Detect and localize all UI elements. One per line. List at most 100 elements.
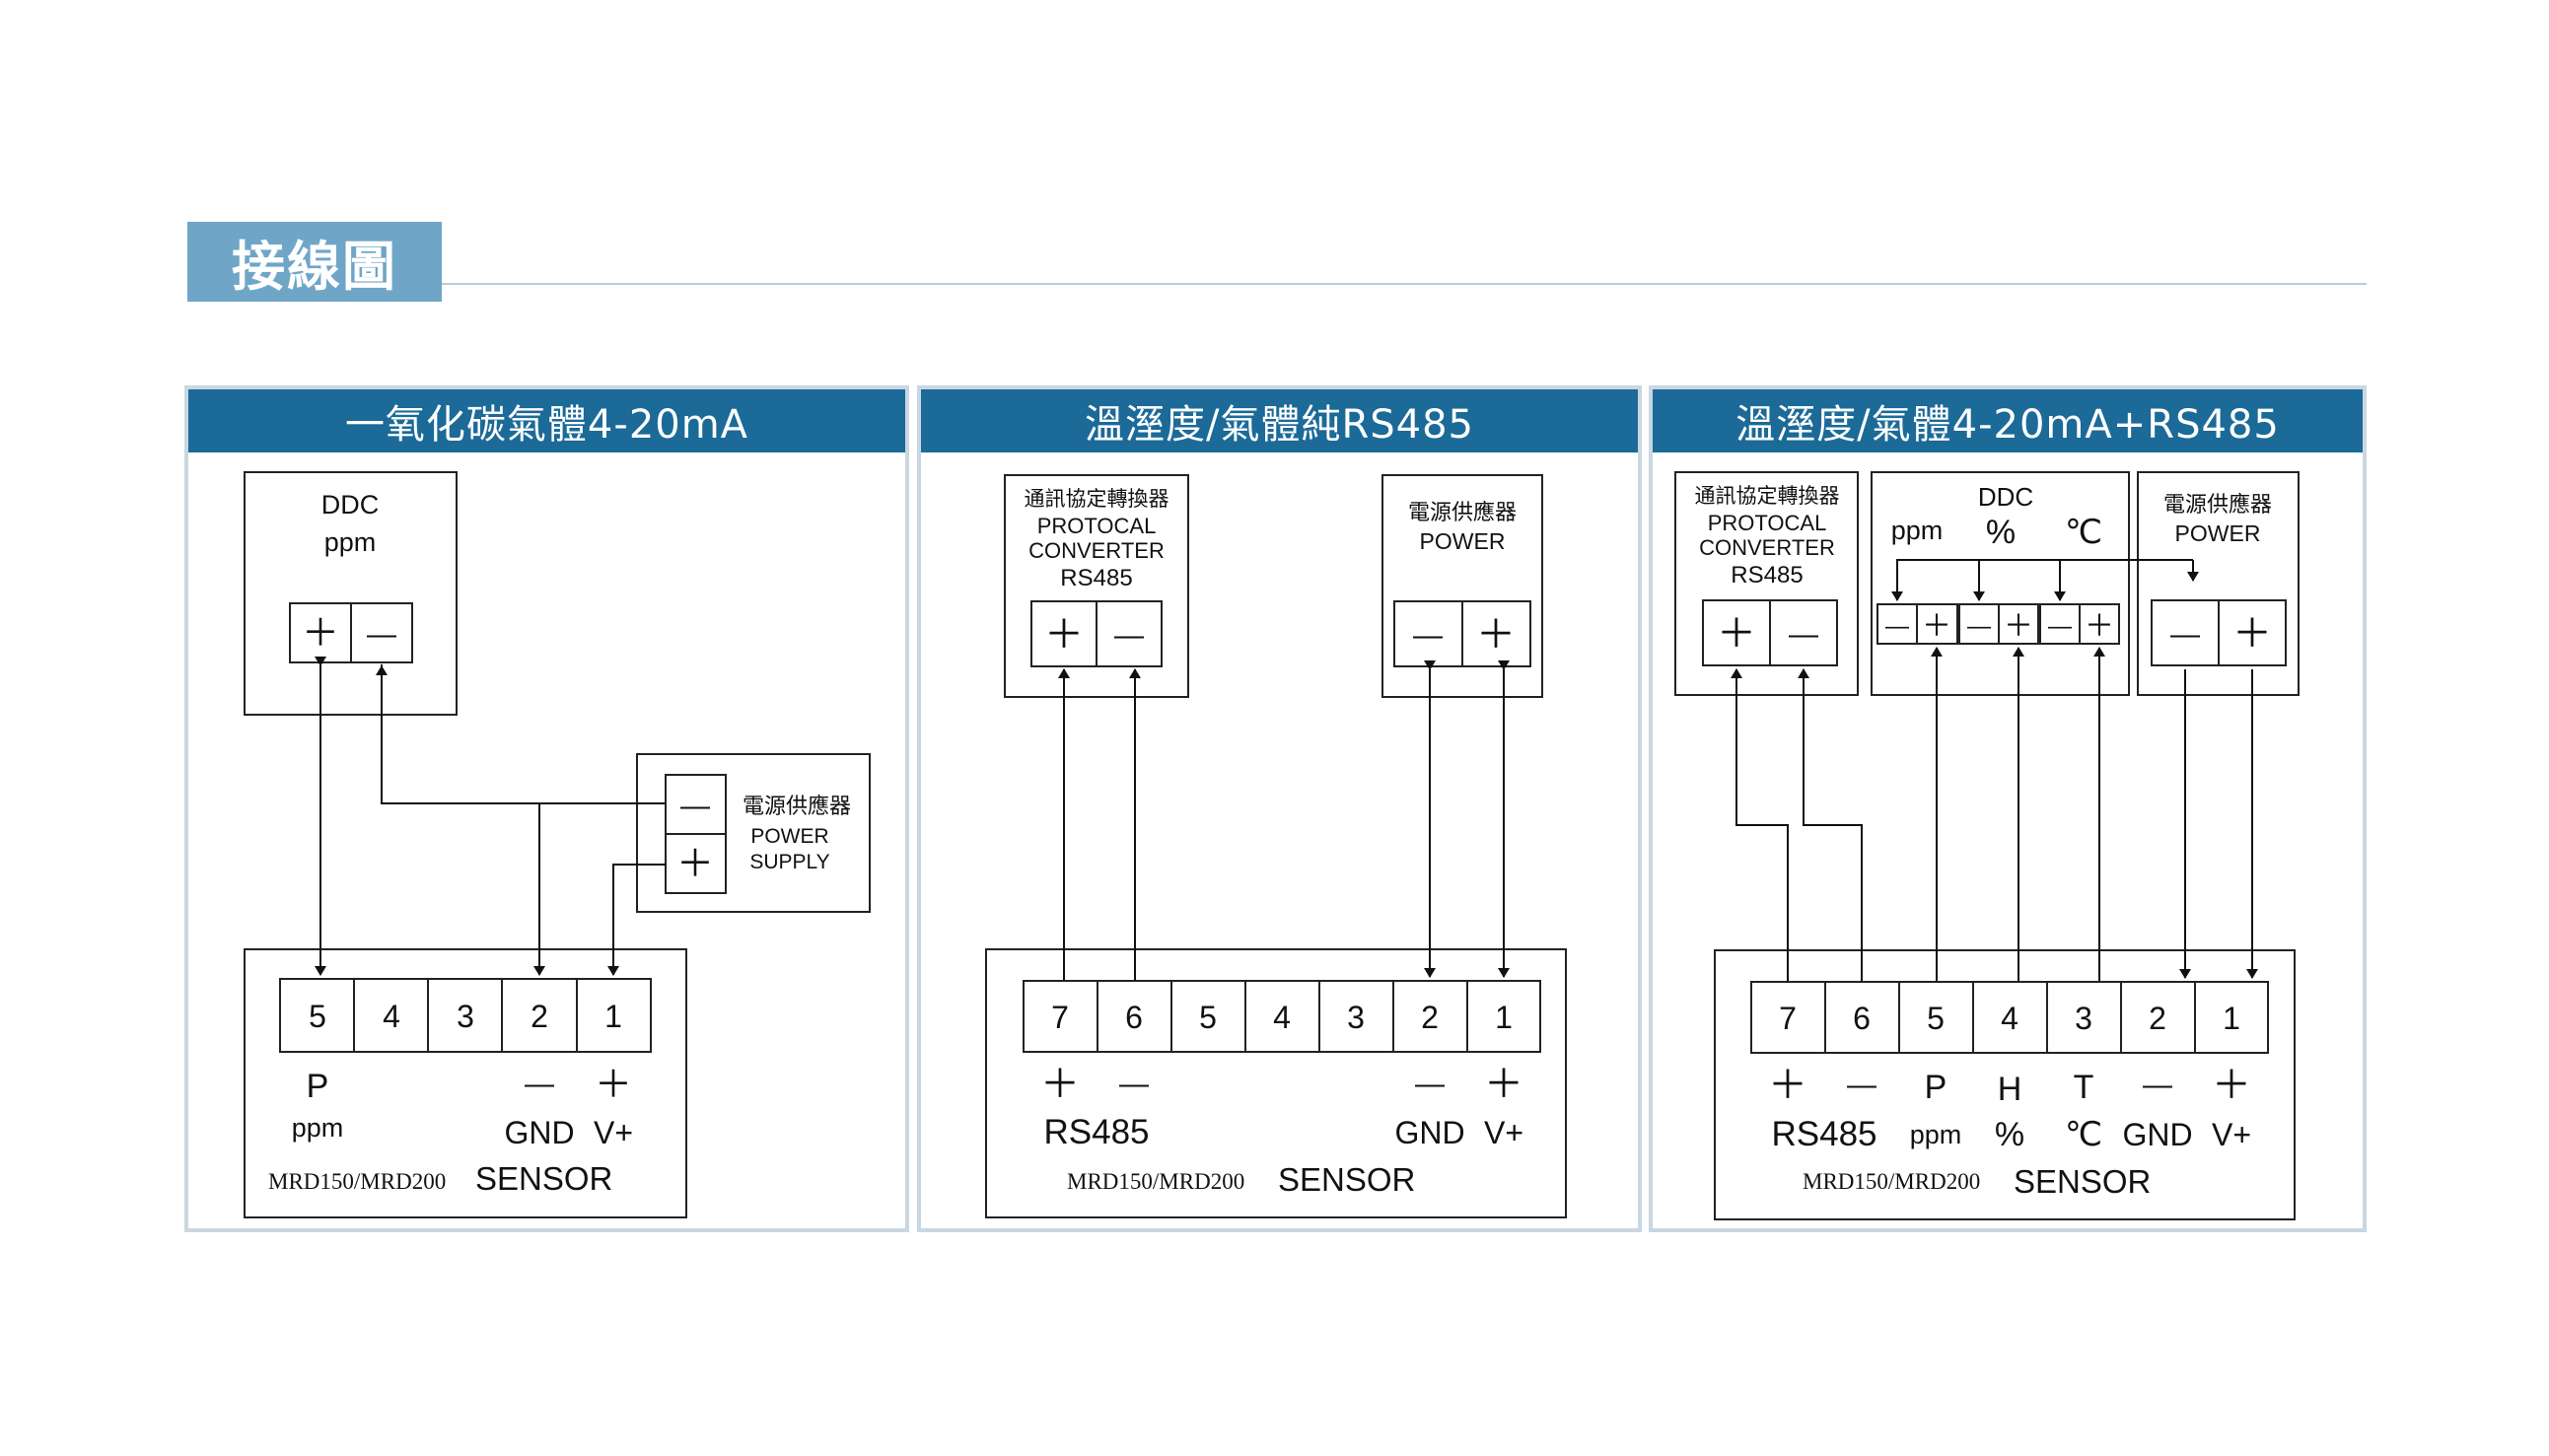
label-p: P [307, 1068, 329, 1105]
label-gnd: GND [504, 1115, 574, 1150]
ddc-title: DDC [1978, 482, 2033, 512]
terminal-3: 3 [2075, 1001, 2092, 1036]
label-plus-a: ＋ [1040, 1063, 1080, 1106]
label-h: H [1998, 1071, 2022, 1108]
terminal-4: 4 [2001, 1001, 2018, 1036]
panel-co-4-20ma: 一氧化碳氣體4-20mA DDC ppm ＋ — — ＋ 電源供應器 POWER… [184, 385, 909, 1232]
ddc-plus-symbol: ＋ [302, 613, 339, 655]
sensor-model: MRD150/MRD200 [1067, 1169, 1244, 1194]
power-en: POWER [2175, 520, 2261, 546]
power-label-cn: 電源供應器 [743, 794, 851, 818]
terminal-1: 1 [604, 999, 622, 1034]
terminal-2: 2 [531, 999, 548, 1034]
ddc-box [1871, 471, 2130, 696]
label-ppm: ppm [1910, 1120, 1962, 1149]
converter-cn: 通訊協定轉換器 [1025, 488, 1169, 511]
terminal-1: 1 [2223, 1001, 2240, 1036]
terminal-6: 6 [1853, 1001, 1871, 1036]
section-divider [442, 283, 2367, 285]
power-cn: 電源供應器 [2163, 492, 2272, 517]
label-minus: — [525, 1068, 554, 1100]
converter-box [1004, 474, 1189, 698]
wiring-diagram-combined: 通訊協定轉換器 PROTOCAL CONVERTER RS485 ＋ — DDC… [1674, 471, 2300, 1220]
terminal-4: 4 [1273, 1000, 1291, 1035]
ddc-ppm: ppm [1891, 516, 1944, 545]
converter-minus-terminal [1769, 599, 1838, 666]
converter-en3: RS485 [1060, 565, 1132, 591]
sensor-name: SENSOR [1278, 1161, 1415, 1198]
converter-en2: CONVERTER [1028, 538, 1165, 563]
ddc-term-plus-2: ＋ [2004, 610, 2033, 643]
terminal-3: 3 [1347, 1000, 1365, 1035]
panel-title: 溫溼度/氣體純RS485 [921, 389, 1638, 452]
power-minus-symbol: — [1413, 619, 1443, 652]
terminal-3: 3 [457, 999, 474, 1034]
power-cn: 電源供應器 [1408, 500, 1517, 524]
label-plus-a: ＋ [1768, 1064, 1807, 1107]
power-box [1381, 474, 1543, 698]
converter-plus-symbol: ＋ [1717, 612, 1756, 656]
label-rs485: RS485 [1771, 1115, 1876, 1153]
converter-en1: PROTOCAL [1037, 514, 1157, 538]
power-plus-symbol: ＋ [1476, 613, 1516, 657]
ddc-term-minus-3: — [2048, 613, 2072, 640]
wires [1731, 559, 2258, 982]
label-minus-b: — [2143, 1069, 2172, 1101]
sensor-name: SENSOR [2014, 1163, 2151, 1200]
label-ppm: ppm [292, 1113, 344, 1143]
sensor-terminal-strip [279, 978, 652, 1053]
sensor-name: SENSOR [475, 1160, 612, 1197]
terminal-5: 5 [1199, 1000, 1217, 1035]
power-minus-symbol: — [2170, 618, 2200, 651]
ddc-minus-terminal [350, 602, 413, 663]
power-plus-terminal [2218, 599, 2287, 666]
terminal-5: 5 [1927, 1001, 1945, 1036]
wires [315, 657, 666, 976]
wires [1058, 660, 1510, 981]
terminal-7: 7 [1051, 1000, 1069, 1035]
label-celsius: ℃ [2065, 1116, 2102, 1153]
converter-minus-terminal [1096, 600, 1163, 667]
converter-plus-symbol: ＋ [1044, 613, 1084, 657]
label-percent: % [1995, 1116, 2024, 1153]
label-plus-b: ＋ [1484, 1063, 1523, 1106]
label-vplus: V+ [1484, 1115, 1523, 1150]
label-gnd: GND [1394, 1115, 1464, 1150]
terminal-4: 4 [383, 999, 400, 1034]
power-box [2137, 471, 2300, 696]
terminal-5: 5 [309, 999, 326, 1034]
power-minus-symbol: — [680, 790, 710, 822]
wiring-diagram-rs485: 通訊協定轉換器 PROTOCAL CONVERTER RS485 ＋ — 電源供… [985, 474, 1567, 1218]
ddc-terminal-strip [1876, 603, 2120, 645]
panel-title: 一氧化碳氣體4-20mA [188, 389, 905, 452]
ddc-label: DDC [321, 490, 380, 520]
power-plus-symbol: ＋ [676, 844, 714, 885]
ddc-minus-symbol: — [367, 618, 396, 651]
power-label-en2: SUPPLY [749, 851, 829, 873]
panel-4-20ma-rs485: 溫溼度/氣體4-20mA+RS485 通訊協定轉換器 PROTOCAL CONV… [1649, 385, 2367, 1232]
label-vplus: V+ [594, 1115, 633, 1150]
terminal-2: 2 [1421, 1000, 1439, 1035]
label-minus-b: — [1415, 1068, 1445, 1100]
sensor-box [985, 948, 1567, 1218]
label-p: P [1925, 1069, 1947, 1106]
converter-minus-symbol: — [1789, 618, 1818, 651]
panel-title: 溫溼度/氣體4-20mA+RS485 [1653, 389, 2363, 452]
label-t: T [2074, 1069, 2094, 1106]
terminal-6: 6 [1125, 1000, 1143, 1035]
sensor-box [1714, 949, 2296, 1220]
label-minus-a: — [1119, 1068, 1149, 1100]
power-en: POWER [1420, 528, 1506, 554]
sensor-model: MRD150/MRD200 [1803, 1169, 1980, 1194]
wiring-diagram-co: DDC ppm ＋ — — ＋ 電源供應器 POWER SUPPLY 5 4 3… [244, 471, 871, 1218]
ddc-term-plus-1: ＋ [1922, 610, 1951, 643]
label-minus-a: — [1847, 1069, 1876, 1101]
terminal-7: 7 [1779, 1001, 1797, 1036]
label-vplus: V+ [2212, 1117, 2251, 1152]
ddc-term-minus-1: — [1885, 613, 1909, 640]
ddc-unit: ppm [324, 527, 377, 557]
terminal-1: 1 [1495, 1000, 1513, 1035]
power-plus-terminal [1461, 600, 1531, 667]
ddc-term-plus-3: ＋ [2085, 610, 2114, 643]
sensor-terminal-strip [1750, 981, 2269, 1054]
